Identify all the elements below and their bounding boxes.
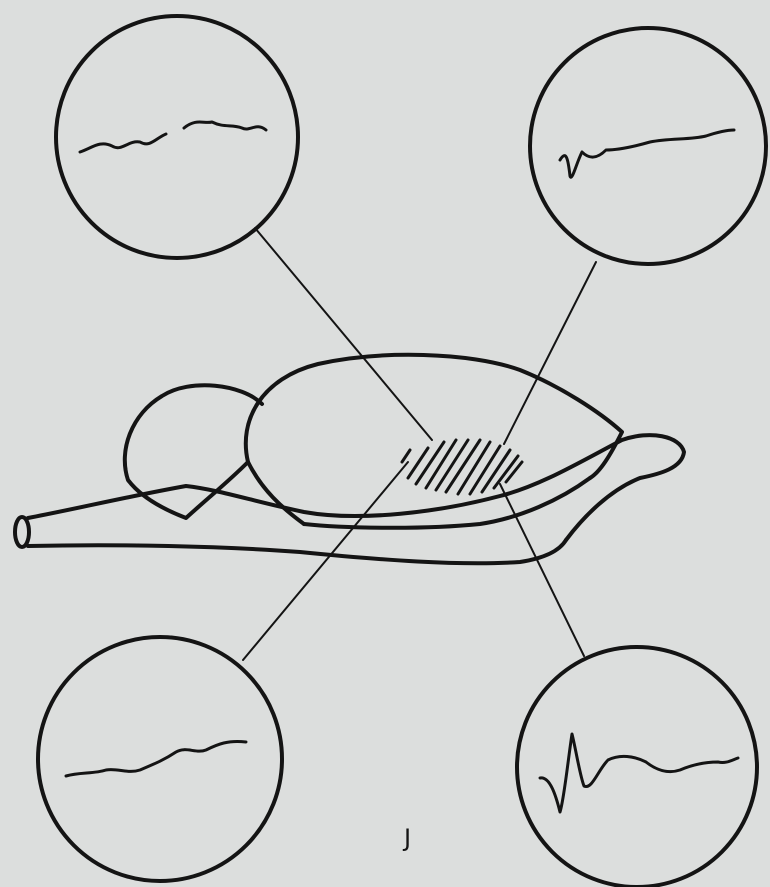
figure-corner-label: J [402, 824, 411, 852]
